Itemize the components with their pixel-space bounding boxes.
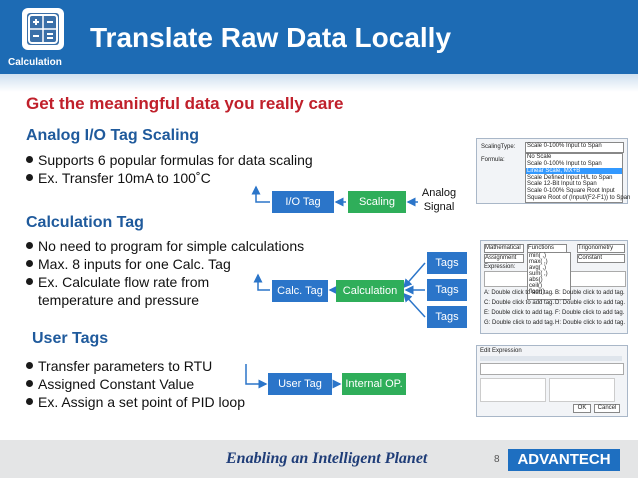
scaling-option[interactable]: Scale 12-Bit Input to Span — [527, 181, 597, 187]
icon-caption: Calculation — [8, 57, 62, 68]
section-heading-user: User Tags — [32, 330, 109, 347]
scaling-option[interactable]: Scale 0-100% Input to Span — [527, 161, 602, 167]
tags-box: Tags — [427, 306, 467, 328]
bullet-item: Ex. Transfer 10mA to 100˚C — [26, 170, 211, 186]
scaling-type-label: ScalingType: — [481, 144, 516, 150]
bullet-continuation: temperature and pressure — [38, 292, 200, 308]
input-slot[interactable]: D: Double click to add tag. — [555, 300, 626, 306]
scaling-type-select[interactable]: Scale 0-100% Input to Span — [525, 142, 624, 153]
constant-dropdown[interactable]: Constant — [577, 254, 625, 263]
scaling-option[interactable]: Scale 0-100% Square Root Input — [527, 188, 615, 194]
expression-label: Expression: — [484, 264, 516, 270]
section-heading-calc: Calculation Tag — [26, 214, 144, 231]
function-item[interactable]: abs() — [529, 277, 543, 283]
function-item[interactable]: ceil() — [529, 283, 542, 289]
calculation-dialog: Mathematical Functions Trigonometry Assi… — [480, 240, 628, 334]
user-tag-box: User Tag — [268, 373, 332, 395]
input-slot[interactable]: C: Double click to add tag. — [484, 300, 555, 306]
bullet-item: Max. 8 inputs for one Calc. Tag — [26, 256, 231, 272]
tags-box: Tags — [427, 279, 467, 301]
bullet-item: Assigned Constant Value — [26, 376, 194, 392]
scaling-dialog: ScalingType: Scale 0-100% Input to Span … — [476, 138, 630, 204]
function-item[interactable]: avg( ,) — [529, 265, 547, 271]
input-slot[interactable]: F: Double click to add tag. — [555, 310, 625, 316]
io-tag-box: I/O Tag — [272, 191, 334, 213]
input-slot[interactable]: H: Double click to add tag. — [555, 320, 626, 326]
input-slot[interactable]: B: Double click to add tag. — [555, 290, 625, 296]
calc-tag-box: Calc. Tag — [272, 280, 328, 302]
header-fade — [0, 74, 638, 92]
bullet-item: Ex. Assign a set point of PID loop — [26, 394, 245, 410]
scaling-option[interactable]: Scale Defined Input H/L to Span — [527, 175, 613, 181]
cancel-button[interactable]: Cancel — [594, 404, 620, 413]
edit-expression-dialog: Edit Expression OK Cancel — [476, 345, 628, 417]
input-grid-left[interactable] — [480, 378, 546, 402]
input-grid-right[interactable] — [549, 378, 615, 402]
scaling-option[interactable]: Square Root of (Input/(F2-F1)) to Span — [527, 195, 631, 201]
functions-list[interactable]: min( ,) max( ,) avg( ,) sum( ,) abs() ce… — [527, 252, 571, 300]
function-item[interactable]: min( ,) — [529, 253, 546, 259]
bullet-item: Transfer parameters to RTU — [26, 358, 212, 374]
header-bar — [0, 0, 638, 74]
page-title: Translate Raw Data Locally — [90, 22, 452, 53]
calculator-icon — [22, 8, 64, 50]
input-slot[interactable]: E: Double click to add tag. — [484, 310, 554, 316]
assignment-dropdown[interactable]: Assignment — [484, 254, 524, 263]
calculation-box: Calculation — [336, 280, 404, 302]
analog-signal-label: Analog Signal — [421, 187, 457, 213]
input-slot[interactable]: G: Double click to add tag. — [484, 320, 555, 326]
footer-tagline: Enabling an Intelligent Planet — [226, 450, 428, 467]
internal-op-box: Internal OP. — [342, 373, 406, 395]
scaling-option-selected[interactable]: Linear Scale, MX+B — [526, 168, 622, 174]
mathematical-dropdown[interactable]: Mathematical — [484, 244, 524, 253]
page-subtitle: Get the meaningful data you really care — [26, 94, 344, 113]
scaling-option[interactable]: No Scale — [527, 154, 552, 160]
trigonometry-dropdown[interactable]: Trigonometry — [577, 244, 625, 253]
tags-box: Tags — [427, 252, 467, 274]
expression-box[interactable] — [480, 363, 624, 375]
formula-label: Formula: — [481, 157, 505, 163]
dialog-title: Edit Expression — [480, 348, 522, 354]
bullet-item: No need to program for simple calculatio… — [26, 238, 304, 254]
input-slot[interactable]: A: Double click to add tag. — [484, 290, 554, 296]
section-heading-analog: Analog I/O Tag Scaling — [26, 127, 200, 144]
ok-button[interactable]: OK — [573, 404, 591, 413]
page-number: 8 — [494, 454, 500, 465]
bullet-item: Supports 6 popular formulas for data sca… — [26, 152, 313, 168]
brand-logo: ADVANTECH — [508, 449, 620, 471]
scaling-options-list[interactable]: No Scale Scale 0-100% Input to Span Line… — [525, 153, 630, 203]
function-item[interactable]: floor() — [529, 289, 545, 295]
dialog-toolbar — [480, 356, 622, 361]
function-item[interactable]: max( ,) — [529, 259, 548, 265]
function-item[interactable]: sum( ,) — [529, 271, 548, 277]
scaling-box: Scaling — [348, 191, 406, 213]
bullet-item: Ex. Calculate flow rate from — [26, 274, 209, 290]
